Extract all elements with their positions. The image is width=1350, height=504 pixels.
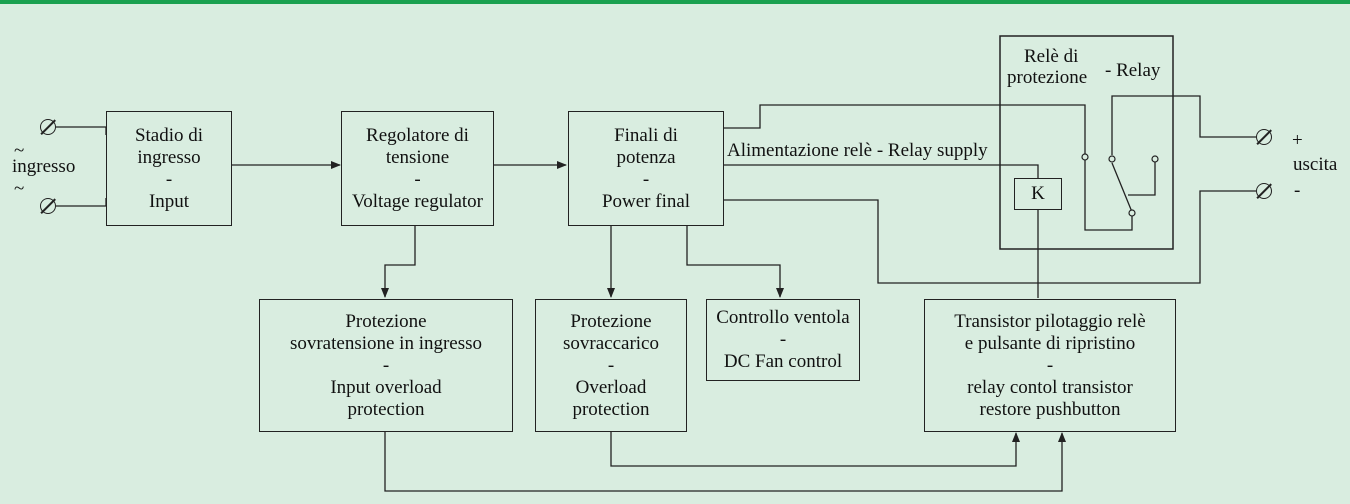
relay-protection-frame bbox=[999, 35, 1174, 250]
wire-relay-supply bbox=[724, 164, 1039, 178]
arrow-input-protection-to-transistor bbox=[384, 432, 1066, 492]
overload-protection-block: Protezione sovraccarico - Overload prote… bbox=[535, 299, 687, 432]
relay-coil-k: K bbox=[1014, 178, 1062, 210]
relay-contact-dot-2 bbox=[1108, 155, 1116, 163]
relay-title-line2: protezione bbox=[1007, 67, 1088, 88]
input-stage-block: Stadio di ingresso - Input bbox=[106, 111, 232, 226]
fan-control-block: Controllo ventola - DC Fan control bbox=[706, 299, 860, 381]
tilde-top: ~ bbox=[14, 140, 25, 161]
input-terminal-bottom bbox=[40, 198, 56, 214]
output-label: uscita bbox=[1293, 154, 1338, 175]
power-final-block: Finali di potenza - Power final bbox=[568, 111, 724, 226]
input-terminal-top bbox=[40, 119, 56, 135]
relay-switch-arm bbox=[1111, 162, 1133, 213]
minus-sign: - bbox=[1294, 180, 1301, 201]
relay-supply-label: Alimentazione relè - Relay supply bbox=[727, 140, 988, 161]
input-label: ingresso bbox=[12, 156, 76, 177]
tilde-bottom: ~ bbox=[14, 178, 25, 199]
relay-contact-dot-3 bbox=[1151, 155, 1159, 163]
wire-relay-to-plus bbox=[1111, 95, 1256, 138]
wire-input-top bbox=[56, 126, 107, 135]
wire-power-to-minus bbox=[724, 190, 1256, 284]
wire-input-bottom bbox=[56, 198, 107, 207]
relay-title-line1: Relè di bbox=[1024, 46, 1079, 67]
input-overload-protection-block: Protezione sovratensione in ingresso - I… bbox=[259, 299, 513, 432]
plus-sign: + bbox=[1292, 130, 1303, 151]
relay-title-line3: - Relay bbox=[1105, 60, 1161, 81]
relay-contact-dot-1 bbox=[1081, 153, 1089, 161]
relay-transistor-block: Transistor pilotaggio relè e pulsante di… bbox=[924, 299, 1176, 432]
top-accent-bar bbox=[0, 0, 1350, 4]
arrow-regulator-to-input-protection bbox=[381, 226, 416, 298]
wire-power-to-relay bbox=[724, 104, 1086, 155]
arrow-overload-to-transistor bbox=[610, 432, 1020, 467]
arrow-power-to-fan bbox=[686, 226, 784, 298]
output-terminal-minus bbox=[1256, 183, 1272, 199]
relay-contact-dot-4 bbox=[1128, 209, 1136, 217]
voltage-regulator-block: Regolatore di tensione - Voltage regulat… bbox=[341, 111, 494, 226]
wire-relay-common-down bbox=[1084, 160, 1133, 231]
wire-relay-contact-b bbox=[1128, 162, 1156, 196]
output-terminal-plus bbox=[1256, 129, 1272, 145]
